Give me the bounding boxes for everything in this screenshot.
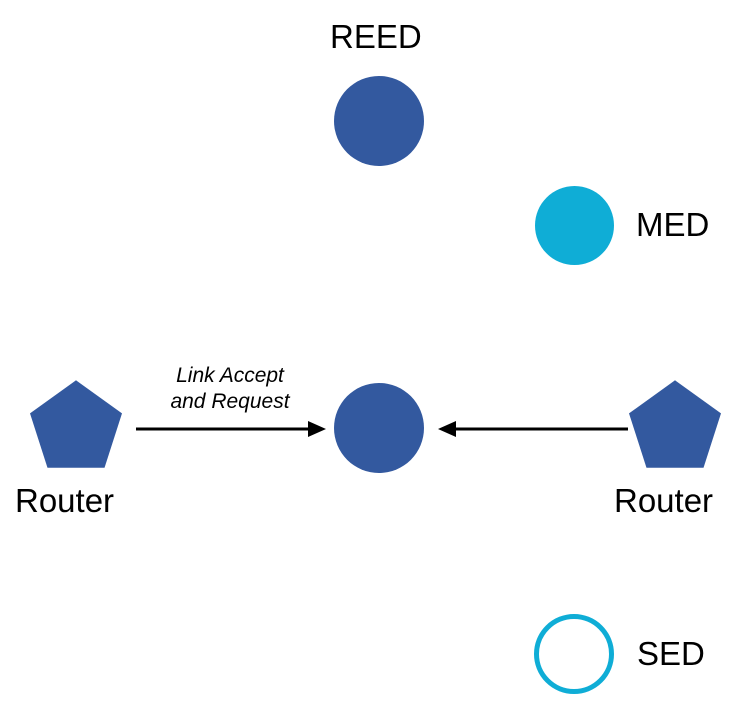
- node-label-reed: REED: [330, 18, 422, 55]
- node-shape-reed: [334, 76, 424, 166]
- edge-label-link-accept-and-request: Link Accept and Request: [170, 364, 290, 414]
- node-shape-center: [334, 383, 424, 473]
- edge-arrow-left-to-center: [136, 421, 326, 437]
- node-label-med: MED: [636, 206, 710, 243]
- node-shape-med: [535, 186, 614, 265]
- node-shape-sed: [534, 614, 614, 694]
- node-shape-router-left: [30, 380, 122, 468]
- node-label-router-right: Router: [614, 482, 714, 519]
- node-shape-router-right: [629, 380, 721, 468]
- node-label-sed: SED: [637, 635, 705, 672]
- edge-arrow-right-to-center: [438, 421, 628, 437]
- node-label-router-left: Router: [15, 482, 115, 519]
